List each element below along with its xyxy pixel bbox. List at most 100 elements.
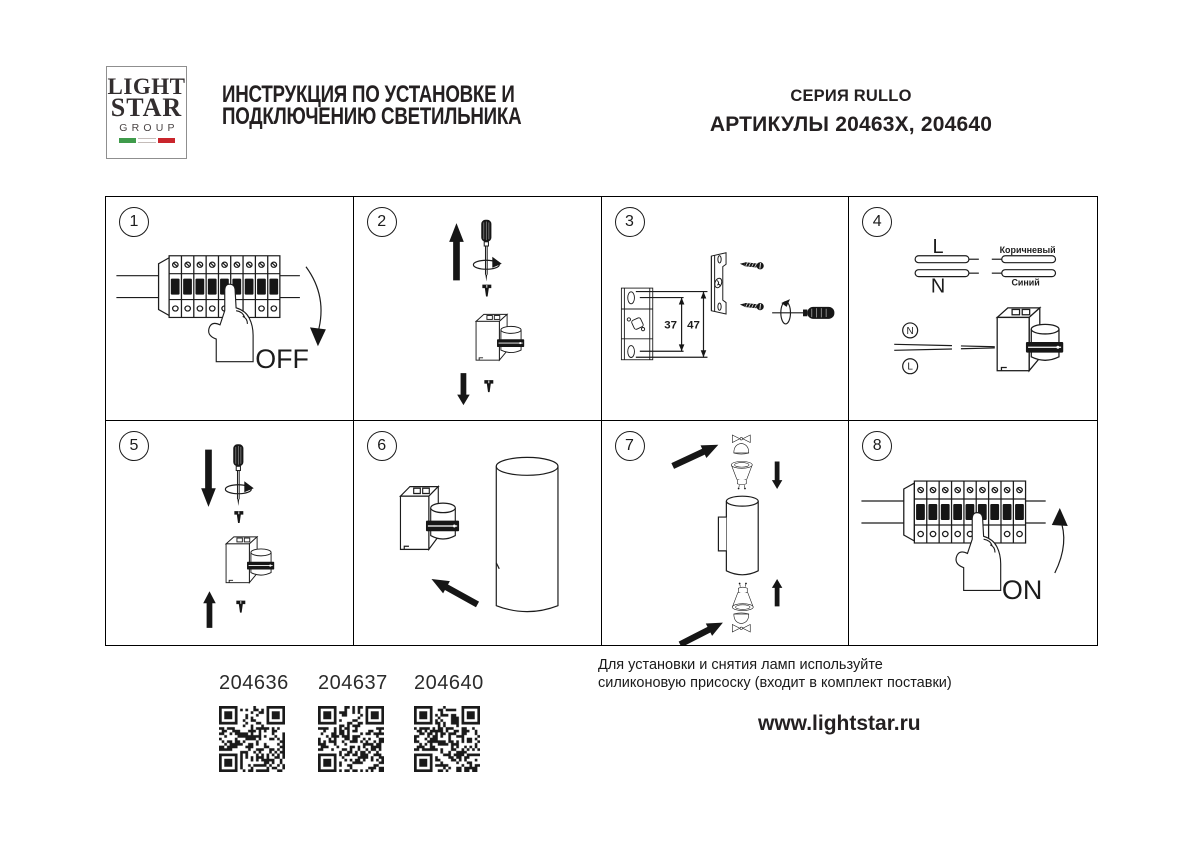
articles-label: АРТИКУЛЫ 20463X, 204640 [709, 113, 993, 136]
product-info: СЕРИЯ RULLO АРТИКУЛЫ 20463X, 204640 [690, 87, 1012, 137]
curved-arrow-down [305, 266, 322, 333]
dim-arrowhead [678, 344, 684, 352]
article-code: 204636 [219, 672, 289, 694]
step-7-illustration [669, 434, 782, 645]
logo-text-star: STAR [110, 93, 183, 122]
wall-screw-icon [738, 259, 765, 271]
arrow-down-icon [201, 449, 216, 507]
step-number-badge: 2 [366, 207, 397, 237]
neutral-terminal-circle [902, 322, 919, 339]
step-8-illustration: ON [861, 480, 1069, 605]
dimension-extension-lines [635, 290, 707, 358]
page-title-line2: ПОДКЛЮЧЕНИЮ СВЕТИЛЬНИКА [222, 102, 522, 130]
blue-wire-label: Синий [1012, 278, 1040, 288]
dimension-37-label: 37 [664, 319, 677, 331]
arrow-down-icon [456, 373, 470, 406]
fixture-base-illustration [475, 313, 525, 361]
supply-wire-illustration [914, 269, 980, 278]
article-qr-block: 204636 [219, 672, 289, 777]
note-line2: силиконовую присоску (входит в комплект … [598, 675, 952, 691]
qr-code [219, 706, 285, 772]
step-number-badge: 8 [862, 431, 893, 461]
arrow-up-left-icon [427, 572, 481, 611]
step-number-badge: 3 [614, 207, 645, 237]
step-1-illustration: OFF [115, 255, 326, 374]
step-4-illustration: L N Коричневый Синий N L [894, 236, 1065, 375]
screw-icon [483, 379, 494, 393]
live-terminal-label: L [908, 362, 914, 373]
screwdriver-horizontal-icon [771, 298, 835, 325]
step-number-badge: 7 [614, 431, 645, 461]
gu10-lamp-icon [730, 461, 753, 490]
supply-wire-illustration [914, 255, 980, 264]
lamp-shade-cylinder [495, 466, 559, 613]
step-3-illustration: 37 47 [620, 252, 835, 361]
suction-cup-icon [731, 612, 751, 633]
article-qr-block: 204637 [318, 672, 388, 777]
dimension-lines [680, 291, 704, 358]
step-panel-5: 5 [106, 421, 354, 645]
connection-wires [894, 343, 996, 351]
flag-white-stripe [138, 138, 156, 143]
dim-arrowhead [700, 291, 706, 299]
flag-green-stripe [119, 138, 137, 143]
arrow-up-icon [203, 591, 216, 628]
off-label: OFF [255, 344, 309, 374]
curved-arrow-down-head [309, 327, 326, 347]
live-wire-label: L [933, 236, 944, 258]
lamp-wire-illustration [991, 255, 1057, 264]
arrow-to-suction-icon [669, 438, 721, 473]
article-code: 204640 [414, 672, 484, 694]
screw-icon [235, 600, 246, 614]
dim-arrowhead [700, 350, 706, 358]
mounting-bracket-side-view [710, 252, 727, 315]
neutral-terminal-label: N [907, 326, 914, 337]
dimension-47-label: 47 [687, 319, 700, 331]
steps-grid: OFF 1 2 [105, 196, 1098, 646]
series-label: СЕРИЯ RULLO [790, 87, 912, 105]
step-panel-3: 37 47 3 [601, 197, 850, 421]
step-panel-8: ON 8 [849, 421, 1097, 645]
screwdriver-icon [232, 443, 244, 507]
article-code: 204637 [318, 672, 388, 694]
step-panel-7: 7 [602, 421, 850, 645]
logo-text-light: LIGHT [107, 74, 186, 99]
note-line1: Для установки и снятия ламп используйте [598, 657, 883, 673]
arrow-up-icon [448, 223, 464, 281]
flag-red-stripe [157, 138, 175, 143]
qr-code [414, 706, 480, 772]
screw-icon [481, 284, 492, 298]
neutral-wire-label: N [931, 276, 945, 298]
screw-icon [233, 510, 244, 524]
step-panel-6: 6 [354, 421, 602, 645]
mounting-bracket-front-view [620, 287, 653, 361]
suction-cup-icon [731, 434, 751, 455]
page-title: ИНСТРУКЦИЯ ПО УСТАНОВКЕ И ПОДКЛЮЧЕНИЮ СВ… [222, 81, 522, 130]
logo-text-group: GROUP [119, 122, 179, 134]
fixture-cylinder-top [725, 495, 759, 507]
step-number-badge: 1 [119, 207, 149, 237]
step-panel-2: 2 [353, 197, 602, 421]
step-number-badge: 6 [366, 431, 397, 461]
circuit-breaker-illustration [115, 255, 301, 319]
brown-wire-label: Коричневый [1000, 245, 1056, 255]
suction-cup-note: Для установки и снятия ламп используйте … [598, 656, 952, 692]
step-number-badge: 5 [119, 431, 149, 461]
fixture-cylinder [725, 501, 759, 576]
fixture-base-illustration [399, 485, 460, 551]
wall-mount-tab [717, 516, 726, 552]
gu10-lamp-icon [731, 582, 754, 611]
lamp-shade-top [495, 456, 559, 476]
circuit-breaker-illustration [861, 480, 1047, 544]
live-terminal-circle [902, 358, 919, 375]
arrow-down-icon [771, 461, 782, 490]
dim-arrowhead [678, 297, 684, 305]
fixture-base-illustration [996, 307, 1065, 372]
article-qr-block: 204640 [414, 672, 484, 777]
lamp-wire-illustration [991, 269, 1057, 278]
curved-arrow-up-head [1052, 508, 1069, 527]
fixture-base-illustration [225, 536, 275, 584]
page-title-line1: ИНСТРУКЦИЯ ПО УСТАНОВКЕ И [222, 81, 515, 108]
step-panel-1: OFF 1 [106, 197, 354, 421]
